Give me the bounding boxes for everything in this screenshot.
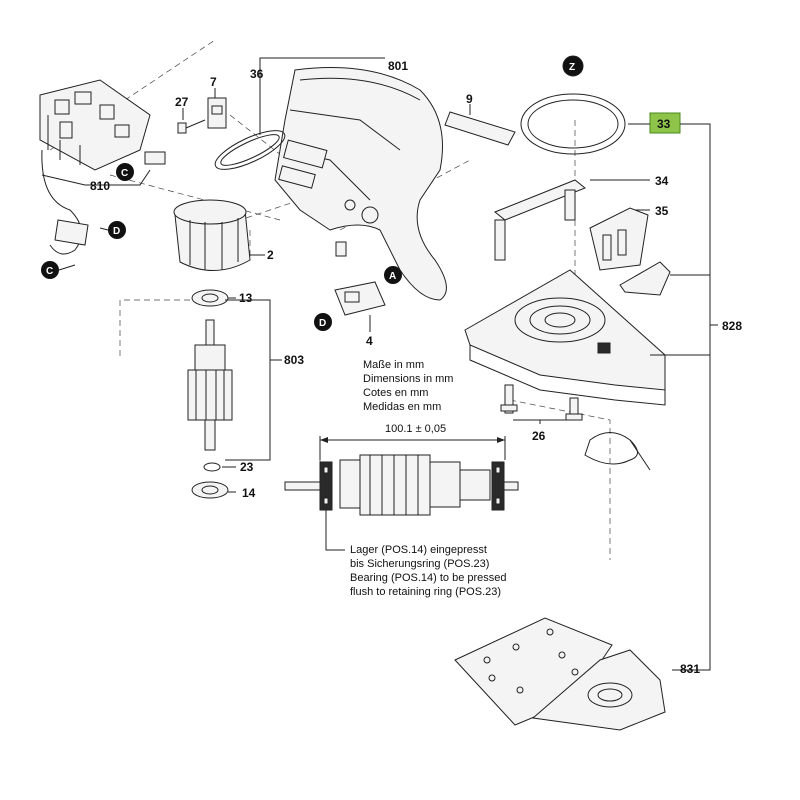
label-13: 13	[239, 291, 253, 305]
stator-2	[173, 199, 251, 271]
label-35: 35	[655, 204, 669, 218]
units-note-fr: Cotes en mm	[363, 387, 428, 399]
housing-shell	[274, 67, 447, 301]
circuit-board	[39, 79, 151, 171]
svg-text:D: D	[113, 226, 120, 237]
retaining-ring-23	[203, 462, 221, 472]
spring-bracket-34	[494, 179, 586, 261]
wedge-piece	[619, 261, 671, 296]
units-note-en: Dimensions in mm	[363, 373, 453, 385]
svg-text:C: C	[121, 168, 128, 179]
badge-z: Z	[562, 55, 584, 77]
screw-27	[177, 119, 206, 134]
badge-d-mid: D	[314, 313, 332, 331]
badge-c-top: C	[116, 163, 134, 181]
brush-holder-4	[334, 281, 386, 316]
bearing-note-3: Bearing (POS.14) to be pressed	[350, 572, 507, 584]
pin	[335, 241, 347, 257]
screws-26	[500, 384, 583, 421]
units-note-de: Maße in mm	[363, 359, 424, 371]
cable-connector	[54, 219, 89, 246]
label-828: 828	[722, 319, 742, 333]
label-23: 23	[240, 460, 254, 474]
label-7: 7	[210, 75, 217, 89]
badge-c-left: C	[41, 261, 59, 279]
label-14: 14	[242, 486, 256, 500]
o-ring-36	[214, 130, 286, 170]
label-33-highlight	[649, 112, 681, 134]
label-9: 9	[466, 92, 473, 106]
sander-base-plate	[464, 269, 666, 406]
badge-d-left: D	[108, 221, 126, 239]
part-35	[589, 207, 649, 271]
label-831: 831	[680, 662, 700, 676]
units-note-es: Medidas en mm	[363, 401, 441, 413]
sanding-pad-831	[454, 617, 666, 731]
label-26: 26	[532, 429, 546, 443]
armature-horizontal	[284, 454, 519, 516]
label-810: 810	[90, 179, 110, 193]
svg-text:Z: Z	[569, 62, 575, 73]
label-33: 33	[657, 117, 671, 131]
dimension-line	[319, 436, 506, 460]
svg-text:D: D	[319, 318, 326, 329]
bearing-note-1: Lager (POS.14) eingepresst	[350, 544, 487, 556]
label-34: 34	[655, 174, 669, 188]
label-801: 801	[388, 59, 408, 73]
bearing-13	[191, 289, 229, 307]
dimension-value: 100.1 ± 0,05	[385, 423, 446, 435]
bearing-note-4: flush to retaining ring (POS.23)	[350, 586, 501, 598]
svg-text:A: A	[389, 271, 396, 282]
bearing-14	[191, 481, 229, 499]
label-803: 803	[284, 353, 304, 367]
seal-ring-z	[520, 93, 626, 155]
bearing-note-2: bis Sicherungsring (POS.23)	[350, 558, 489, 570]
svg-text:C: C	[46, 266, 53, 277]
clip-spring	[584, 432, 638, 465]
label-27: 27	[175, 95, 189, 109]
badge-a: A	[384, 266, 402, 284]
armature-vertical	[187, 319, 233, 451]
label-36: 36	[250, 67, 264, 81]
strip-9	[444, 111, 516, 146]
label-2: 2	[267, 248, 274, 262]
switch-block	[144, 151, 166, 165]
label-4: 4	[366, 334, 373, 348]
